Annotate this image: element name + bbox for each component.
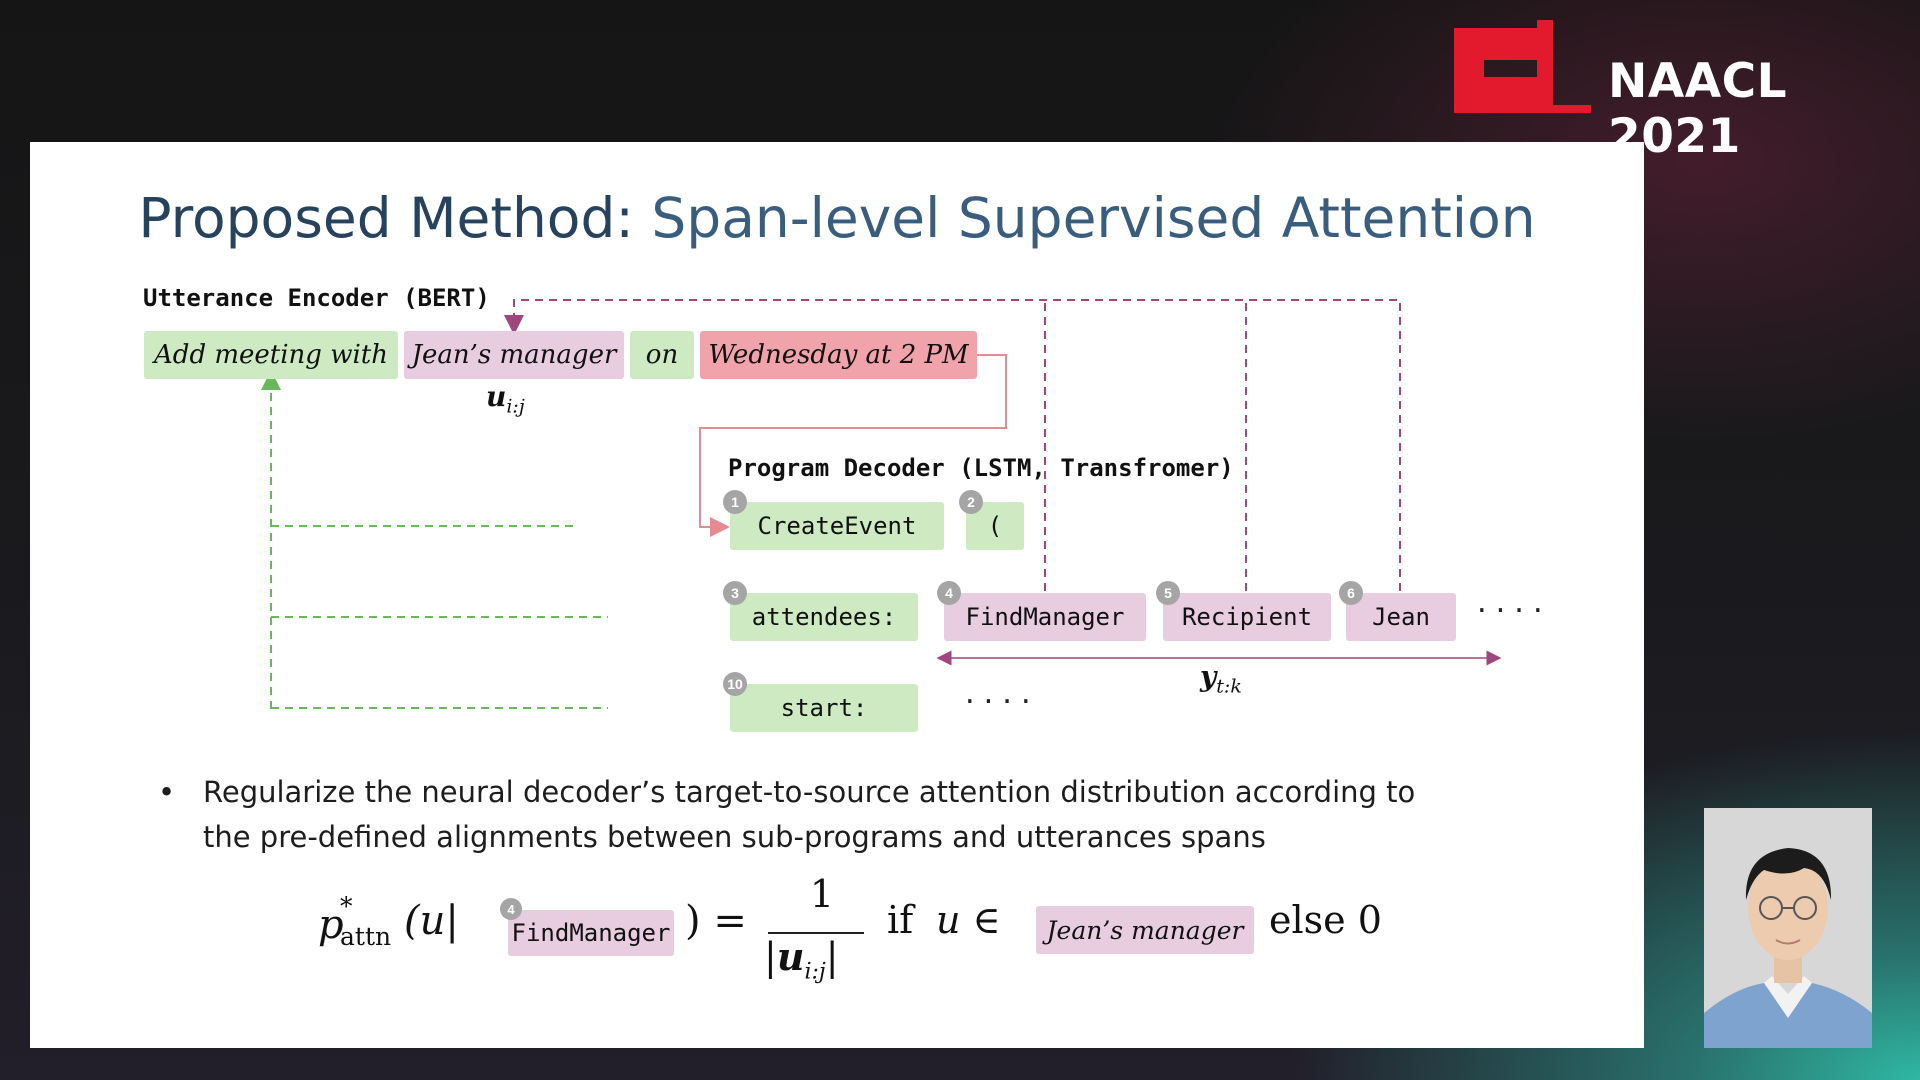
- conference-title: NAACL 2021: [1608, 54, 1788, 164]
- speaker-video: [1704, 808, 1872, 1048]
- formula-token-badge: 4: [500, 898, 522, 920]
- formula-p-sub: attn: [340, 922, 392, 951]
- token-badge-1: 1: [723, 490, 747, 514]
- program-token-recipient: Recipient: [1163, 593, 1331, 641]
- utterance-span-2: Jean’s manager: [404, 331, 624, 379]
- decoder-input-link: [699, 354, 1007, 537]
- token-badge-3: 3: [723, 581, 747, 605]
- token-badge-5: 5: [1156, 581, 1180, 605]
- program-token-jean: Jean: [1346, 593, 1456, 641]
- target-variable: yt:k: [1200, 660, 1242, 698]
- program-token-findmanager: FindManager: [944, 593, 1146, 641]
- program-token-createevent: CreateEvent: [730, 502, 944, 550]
- formula-fraction-bar: [768, 932, 864, 934]
- utterance-span-1: Add meeting with: [144, 331, 398, 379]
- bullet-text: Regularize the neural decoder’s target-t…: [203, 775, 1416, 854]
- diagram-connections: [261, 299, 1502, 709]
- formula-denominator: |ui:j|: [764, 934, 839, 985]
- formula-p-sup: *: [340, 892, 353, 921]
- formula-numerator: 1: [809, 872, 835, 916]
- token-badge-2: 2: [959, 490, 983, 514]
- token-badge-6: 6: [1339, 581, 1363, 605]
- formula-span: Jean’s manager: [1036, 906, 1254, 954]
- formula-if: if: [887, 898, 914, 942]
- pink-supervision-links: [504, 299, 1401, 591]
- token-badge-4: 4: [937, 581, 961, 605]
- formula-p: p: [318, 902, 344, 948]
- naacl-logo-icon: [1454, 20, 1591, 113]
- utterance-span-3: on: [630, 331, 694, 379]
- formula-u-in: u ∈: [936, 898, 1001, 942]
- attention-formula: p * attn (u| FindManager 4 ) = 1 |ui:j| …: [318, 872, 1418, 994]
- span-variable: ui:j: [486, 380, 525, 418]
- speaker-portrait-icon: [1704, 808, 1872, 1048]
- formula-else: else 0: [1269, 898, 1382, 942]
- token-badge-10: 10: [723, 672, 747, 696]
- formula-token: FindManager: [508, 910, 674, 956]
- slide-title-rest: Span-level Supervised Attention: [633, 186, 1536, 250]
- formula-open: (u|: [404, 898, 459, 944]
- bullet-dot: •: [158, 775, 176, 809]
- program-token-start: start:: [730, 684, 918, 732]
- utterance-span-4: Wednesday at 2 PM: [700, 331, 977, 379]
- green-attention-links: [261, 370, 608, 709]
- decoder-label: Program Decoder (LSTM, Transfromer): [728, 454, 1234, 482]
- slide: Proposed Method: Span-level Supervised A…: [30, 142, 1644, 1048]
- slide-title: Proposed Method: Span-level Supervised A…: [30, 186, 1644, 250]
- slide-title-emphasis: Proposed Method:: [138, 186, 634, 250]
- program-token-attendees: attendees:: [730, 593, 918, 641]
- ellipsis-start-row: ····: [962, 687, 1037, 717]
- encoder-label: Utterance Encoder (BERT): [143, 284, 490, 312]
- ellipsis-tokens-row: ····: [1474, 596, 1549, 626]
- formula-close-eq: ) =: [685, 898, 747, 944]
